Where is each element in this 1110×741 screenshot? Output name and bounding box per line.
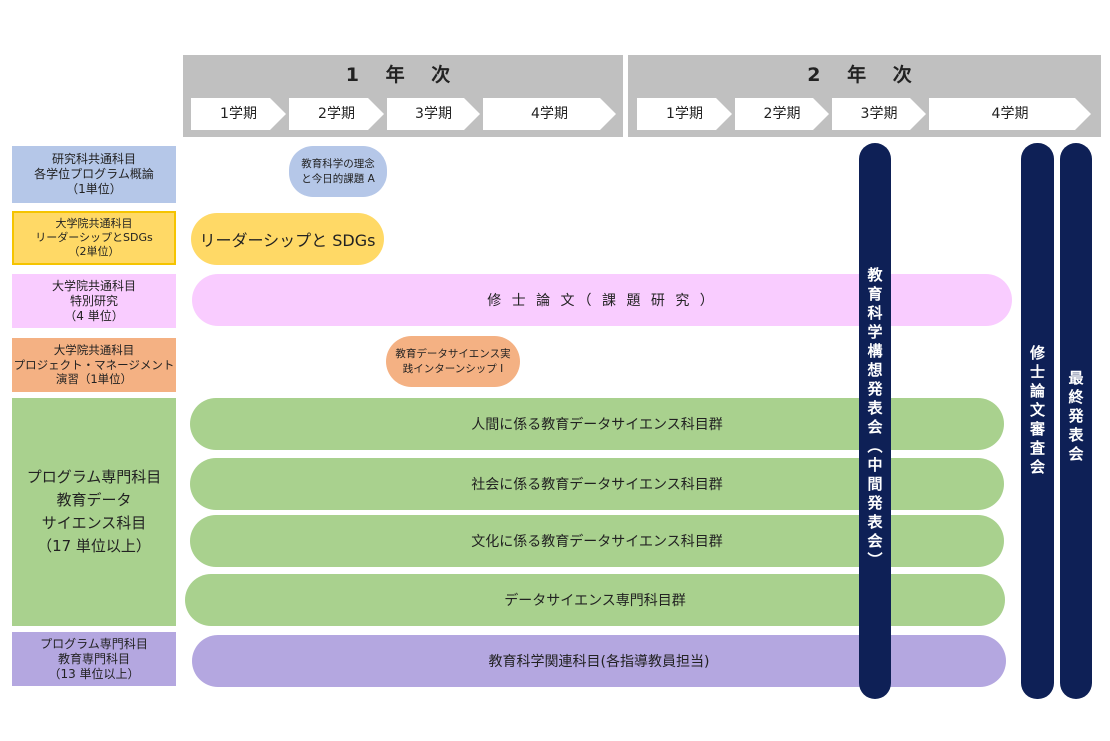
course-culture-group-text: 文化に係る教育データサイエンス科目群 <box>471 534 723 550</box>
course-thesis-text: 修 士 論 文（ 課 題 研 究 ） <box>487 293 717 309</box>
category-grad-common-leadership: 大学院共通科目 リーダーシップとSDGs （2単位） <box>12 211 176 265</box>
category-grad-common-research: 大学院共通科目 特別研究 （4 単位） <box>12 274 176 328</box>
course-human-group-text: 人間に係る教育データサイエンス科目群 <box>471 417 723 433</box>
category-grad-common-leadership-text: 大学院共通科目 リーダーシップとSDGs （2単位） <box>35 217 153 258</box>
year-2-title: 2 年 次 <box>807 64 922 86</box>
category-program-data-science: プログラム専門科目 教育データ サイエンス科目 （17 単位以上） <box>12 398 176 626</box>
year-1-term-3: 3学期 <box>387 98 480 130</box>
milestone-final-text: 最終発表会 <box>1066 370 1085 465</box>
milestone-final: 最終発表会 <box>1060 143 1092 699</box>
year-1-term-2: 2学期 <box>289 98 384 130</box>
course-ds-group-text: データサイエンス専門科目群 <box>504 593 686 609</box>
category-research-common-text: 研究科共通科目 各学位プログラム概論 （1単位） <box>34 152 154 196</box>
course-philosophy: 教育科学の理念 と今日的課題 A <box>289 146 387 197</box>
course-internship-text: 教育データサイエンス実 践インターンシップ Ⅰ <box>395 348 511 375</box>
milestone-thesis-review-text: 修士論文審査会 <box>1028 345 1046 478</box>
course-leadership-sdgs: リーダーシップと SDGs <box>191 213 384 265</box>
year-2-term-1: 1学期 <box>637 98 732 130</box>
category-grad-common-project: 大学院共通科目 プロジェクト・マネージメント 演習（1単位） <box>12 338 176 392</box>
category-program-data-science-text: プログラム専門科目 教育データ サイエンス科目 （17 単位以上） <box>26 467 162 556</box>
year-1-title: 1 年 次 <box>345 64 461 86</box>
course-internship: 教育データサイエンス実 践インターンシップ Ⅰ <box>386 336 520 387</box>
category-research-common: 研究科共通科目 各学位プログラム概論 （1単位） <box>12 146 176 203</box>
category-grad-common-project-text: 大学院共通科目 プロジェクト・マネージメント 演習（1単位） <box>13 343 175 387</box>
year-1-term-1: 1学期 <box>191 98 286 130</box>
year-1-term-4: 4学期 <box>483 98 616 130</box>
category-program-education-text: プログラム専門科目 教育専門科目 （13 単位以上） <box>40 636 148 681</box>
milestone-interim-text: 教育科学構想発表会（中間発表会） <box>865 267 884 571</box>
year-2-term-2: 2学期 <box>735 98 829 130</box>
course-philosophy-text: 教育科学の理念 と今日的課題 A <box>301 158 375 185</box>
course-leadership-sdgs-text: リーダーシップと SDGs <box>199 231 376 250</box>
milestone-thesis-review: 修士論文審査会 <box>1021 143 1054 699</box>
year-2-term-4: 4学期 <box>929 98 1091 130</box>
course-edu-related-text: 教育科学関連科目(各指導教員担当) <box>488 654 710 670</box>
year-2-term-3: 3学期 <box>832 98 926 130</box>
milestone-interim: 教育科学構想発表会（中間発表会） <box>859 143 891 699</box>
category-program-education: プログラム専門科目 教育専門科目 （13 単位以上） <box>12 632 176 686</box>
course-society-group-text: 社会に係る教育データサイエンス科目群 <box>471 477 723 493</box>
category-grad-common-research-text: 大学院共通科目 特別研究 （4 単位） <box>51 278 136 323</box>
